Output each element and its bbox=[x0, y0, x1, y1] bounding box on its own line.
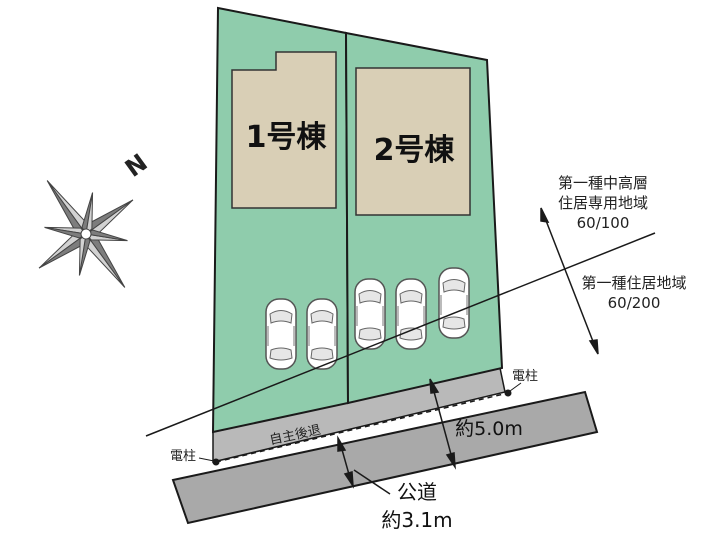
zone-upper-name-1: 第一種中高層 bbox=[558, 174, 648, 192]
utility-pole-right bbox=[504, 389, 512, 397]
compass-north-label: N bbox=[120, 148, 153, 182]
utility-pole-left bbox=[212, 458, 220, 466]
road-name: 公道 bbox=[397, 480, 437, 504]
zoning-boundary-line bbox=[145, 232, 656, 437]
zone-lower-name: 第一種住居地域 bbox=[581, 274, 686, 292]
parked-car bbox=[438, 267, 470, 339]
building-2 bbox=[355, 67, 471, 216]
road-width-dimension bbox=[337, 435, 391, 495]
parked-car bbox=[306, 298, 338, 370]
road-width-label: 約3.1m bbox=[381, 508, 452, 532]
pole-leader-right bbox=[509, 382, 522, 392]
zone-lower-ratio: 60/200 bbox=[608, 294, 661, 312]
zone-upper-name-2: 住居専用地域 bbox=[558, 194, 648, 212]
building-2-label: 2号棟 bbox=[374, 133, 456, 168]
public-road bbox=[171, 390, 599, 525]
frontage-width-label: 約5.0m bbox=[455, 418, 523, 440]
building-1 bbox=[231, 51, 337, 209]
utility-pole-left-label: 電柱 bbox=[170, 449, 196, 464]
pole-leader-left bbox=[198, 457, 215, 462]
building-1-label: 1号棟 bbox=[246, 120, 328, 155]
zoning-arrow bbox=[540, 207, 599, 355]
frontage-dimension bbox=[429, 378, 456, 470]
zone-upper-ratio: 60/100 bbox=[577, 214, 630, 232]
compass-rose bbox=[38, 180, 134, 288]
parked-car bbox=[395, 278, 427, 350]
utility-pole-right-label: 電柱 bbox=[512, 369, 538, 384]
parked-car bbox=[354, 278, 386, 350]
parked-car bbox=[265, 298, 297, 370]
